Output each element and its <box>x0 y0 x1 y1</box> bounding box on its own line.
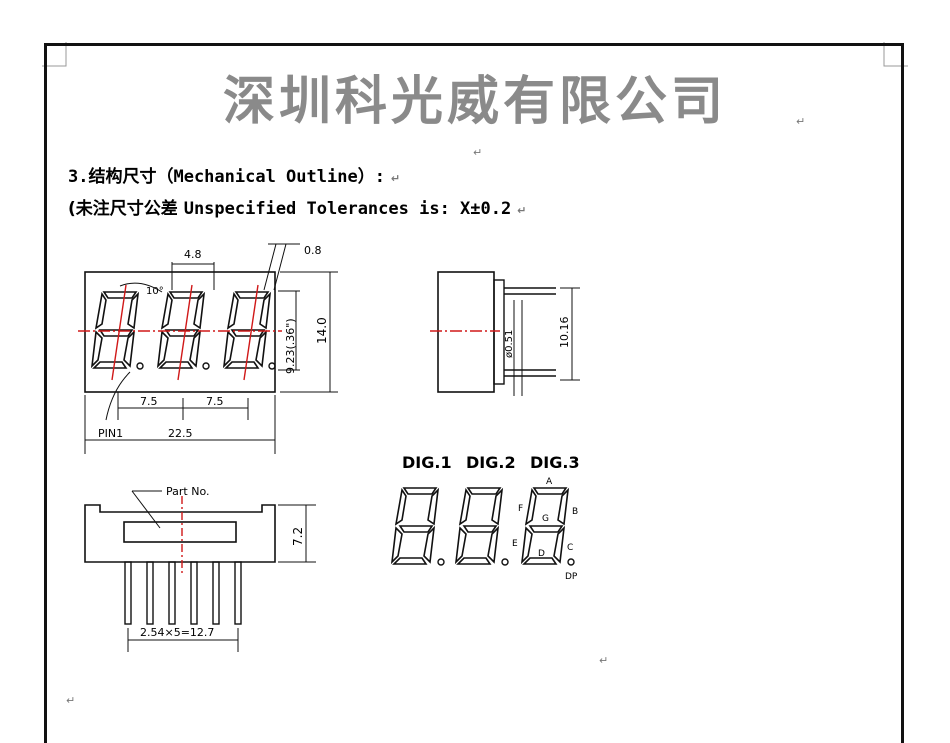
side-view: ø0.51 10.16 <box>430 271 580 396</box>
seg-e-label: E <box>512 539 518 549</box>
dim-corner-label: 0.8 <box>304 244 322 257</box>
paragraph-mark: ↵ <box>599 654 609 667</box>
dim-pin-height-label: 10.16 <box>558 317 571 349</box>
digit-segment-map: DIG.1 DIG.2 DIG.3 A B C D E F G DP <box>391 453 580 582</box>
paragraph-mark: ↵ <box>66 694 76 707</box>
dim-body-height-label: 14.0 <box>315 317 329 344</box>
seg-dp-label: DP <box>565 572 578 582</box>
front-view: 4.8 10° 0.8 9.23(.36") 14.0 7.5 7.5 PIN1… <box>78 243 338 454</box>
dim-width-label: 22.5 <box>168 427 193 440</box>
tolerance-prefix: (未注尺寸公差 <box>68 199 178 219</box>
section-heading-text: 3.结构尺寸（Mechanical Outline）: <box>68 167 385 187</box>
page-corner-marks <box>42 42 908 67</box>
dig3-label: DIG.3 <box>530 453 580 472</box>
document-frame <box>44 43 904 743</box>
seg-b-label: B <box>572 507 578 517</box>
seg-d-label: D <box>538 549 545 559</box>
seg-a-label: A <box>546 477 553 487</box>
dim-pitch-right-label: 7.5 <box>206 395 224 408</box>
dim-bottom-height-label: 7.2 <box>291 527 305 546</box>
tolerance-text: Unspecified Tolerances is: X±0.2 <box>183 199 512 219</box>
dim-digit-height-label: 9.23(.36") <box>284 318 297 374</box>
dim-pitch-left-label: 7.5 <box>140 395 158 408</box>
part-number-label: Part No. <box>166 485 209 498</box>
dim-top-label: 4.8 <box>184 248 202 261</box>
dig2-label: DIG.2 <box>466 453 516 472</box>
dim-pins-label: 2.54×5=12.7 <box>140 626 214 639</box>
seg-g-label: G <box>542 514 549 524</box>
tolerance-line: (未注尺寸公差 Unspecified Tolerances is: X±0.2… <box>68 198 526 222</box>
dim-pin-dia-label: ø0.51 <box>504 330 515 358</box>
seg-c-label: C <box>567 543 573 553</box>
paragraph-mark: ↵ <box>390 172 401 185</box>
paragraph-mark: ↵ <box>796 115 806 128</box>
mechanical-drawing: 4.8 10° 0.8 9.23(.36") 14.0 7.5 7.5 PIN1… <box>78 243 580 652</box>
paragraph-mark: ↵ <box>473 146 483 159</box>
bottom-view: Part No. 7.2 2.54×5=12.7 <box>84 485 316 652</box>
pin1-label: PIN1 <box>98 427 123 440</box>
seg-f-label: F <box>518 504 523 514</box>
dim-angle-label: 10° <box>146 286 164 297</box>
dig1-label: DIG.1 <box>402 453 452 472</box>
paragraph-mark: ↵ <box>517 204 527 217</box>
company-title: 深圳科光威有限公司 <box>222 71 727 132</box>
section-heading: 3.结构尺寸（Mechanical Outline）: ↵ <box>68 166 400 190</box>
